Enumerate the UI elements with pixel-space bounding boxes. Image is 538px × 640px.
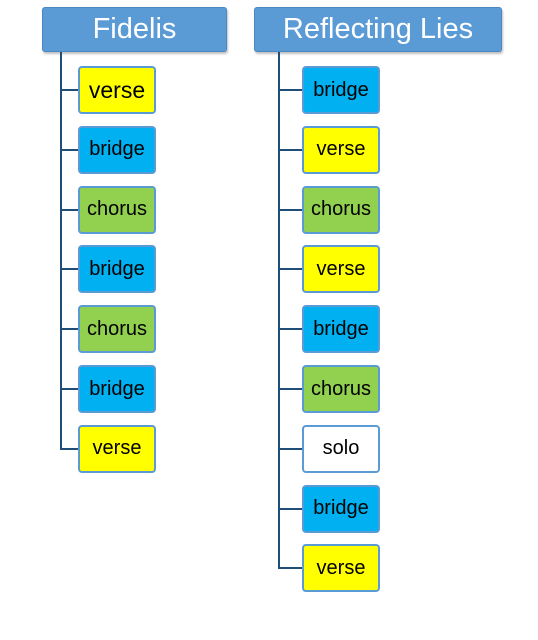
connector-branch	[60, 89, 78, 91]
connector-branch	[278, 208, 302, 211]
connector-branch	[278, 388, 302, 390]
section-node-verse: verse	[302, 245, 380, 294]
section-node-verse: verse	[302, 544, 380, 593]
song-header-fidelis: Fidelis	[42, 7, 227, 52]
section-node-bridge: bridge	[302, 305, 380, 354]
section-node-bridge: bridge	[302, 484, 380, 533]
section-node-chorus: chorus	[78, 185, 156, 234]
section-node-verse: verse	[78, 66, 156, 114]
section-node-bridge: bridge	[302, 66, 380, 114]
connector-branch	[278, 447, 302, 450]
connector-branch	[60, 328, 78, 331]
connector-branch	[60, 447, 78, 450]
connector-branch	[278, 328, 302, 331]
section-node-bridge: bridge	[78, 365, 156, 413]
section-node-solo: solo	[302, 424, 380, 473]
connector-branch	[278, 89, 302, 91]
connector-branch	[278, 567, 302, 570]
connector-branch	[278, 148, 302, 151]
connector-branch	[60, 208, 78, 211]
section-node-chorus: chorus	[302, 185, 380, 234]
connector-trunk-fidelis	[60, 52, 62, 450]
section-node-bridge: bridge	[78, 125, 156, 174]
section-node-verse: verse	[302, 125, 380, 174]
connector-branch	[278, 268, 302, 271]
section-node-chorus: chorus	[78, 305, 156, 354]
connector-branch	[278, 507, 302, 510]
connector-branch	[60, 268, 78, 271]
connector-branch	[60, 388, 78, 390]
connector-trunk-reflecting-lies	[278, 52, 280, 570]
song-header-reflecting-lies: Reflecting Lies	[254, 7, 502, 52]
section-node-bridge: bridge	[78, 245, 156, 294]
section-node-chorus: chorus	[302, 365, 380, 413]
section-node-verse: verse	[78, 424, 156, 473]
connector-branch	[60, 148, 78, 151]
